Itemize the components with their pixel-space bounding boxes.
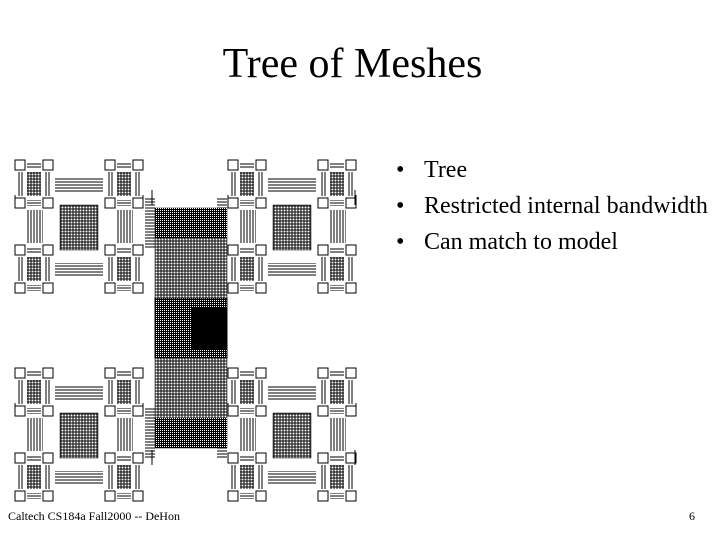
quadrant-top-left (15, 160, 143, 293)
tree-of-meshes-diagram (10, 150, 370, 510)
bullet-dot: • (396, 193, 405, 219)
bullet-dot: • (396, 157, 405, 183)
quadrant-bottom-right (228, 368, 356, 501)
slide-title: Tree of Meshes (222, 41, 483, 87)
bullet-item: • Tree (390, 155, 710, 185)
center-root-node (192, 308, 227, 350)
quadrant-top-right (228, 160, 356, 293)
bullet-text: Tree (424, 157, 468, 183)
center-trunk-upper (155, 208, 227, 238)
bullet-item: • Can match to model (390, 227, 710, 257)
bullet-text: Can match to model (424, 229, 618, 255)
bullet-text: Restricted internal bandwidth (424, 193, 708, 219)
bullet-dot: • (396, 229, 405, 255)
bullet-item: • Restricted internal bandwidth (390, 191, 710, 221)
footer-course-credit: Caltech CS184a Fall2000 -- DeHon (8, 509, 180, 523)
quadrant-bottom-left (15, 368, 143, 501)
bullet-list: • Tree • Restricted internal bandwidth • Ca… (390, 155, 710, 263)
page-number: 6 (689, 509, 695, 523)
